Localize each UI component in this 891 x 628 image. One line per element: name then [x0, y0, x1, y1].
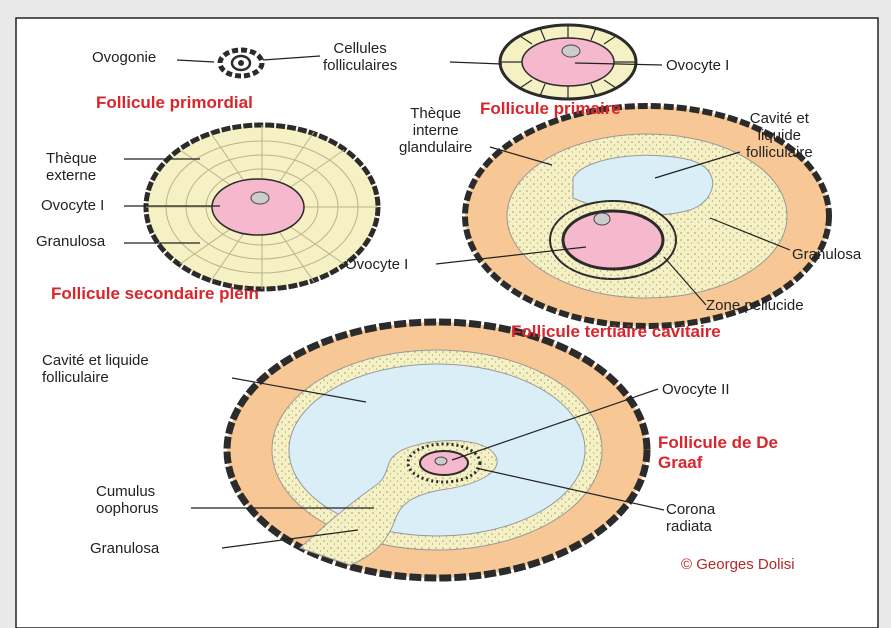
title-primaire: Follicule primaire: [480, 99, 621, 119]
title-graaf: Follicule de De Graaf: [658, 433, 778, 473]
label-granulosa-secondaire: Granulosa: [36, 233, 105, 250]
copyright-text: © Georges Dolisi: [681, 556, 795, 573]
label-granulosa-graaf: Granulosa: [90, 540, 159, 557]
label-zone-pellucide: Zone pellucide: [706, 297, 804, 314]
label-ovogonie: Ovogonie: [92, 49, 156, 66]
secondary-follicle: [146, 125, 378, 289]
primary-follicle: [500, 25, 636, 99]
title-primordial: Follicule primordial: [96, 93, 253, 113]
label-cellules-folliculaires: Cellules folliculaires: [323, 40, 397, 74]
label-cumulus: Cumulus oophorus: [96, 483, 159, 517]
label-cavite-tertiaire: Cavité et liquide folliculaire: [746, 110, 813, 161]
label-ovocyte-secondaire: Ovocyte I: [41, 197, 104, 214]
label-granulosa-tertiaire: Granulosa: [792, 246, 861, 263]
label-theque-externe: Thèque externe: [46, 150, 97, 184]
label-ovocyte-ii: Ovocyte II: [662, 381, 730, 398]
label-theque-interne: Thèque interne glandulaire: [399, 105, 472, 156]
title-tertiaire: Follicule tertiaire cavitaire: [511, 322, 721, 342]
label-ovocyte-primaire: Ovocyte I: [666, 57, 729, 74]
label-corona: Corona radiata: [666, 501, 715, 535]
primordial-follicle: [220, 50, 262, 76]
title-secondaire: Follicule secondaire plein: [51, 284, 259, 304]
label-cavite-graaf: Cavité et liquide folliculaire: [42, 352, 149, 386]
label-ovocyte-tertiaire: Ovocyte I: [345, 256, 408, 273]
